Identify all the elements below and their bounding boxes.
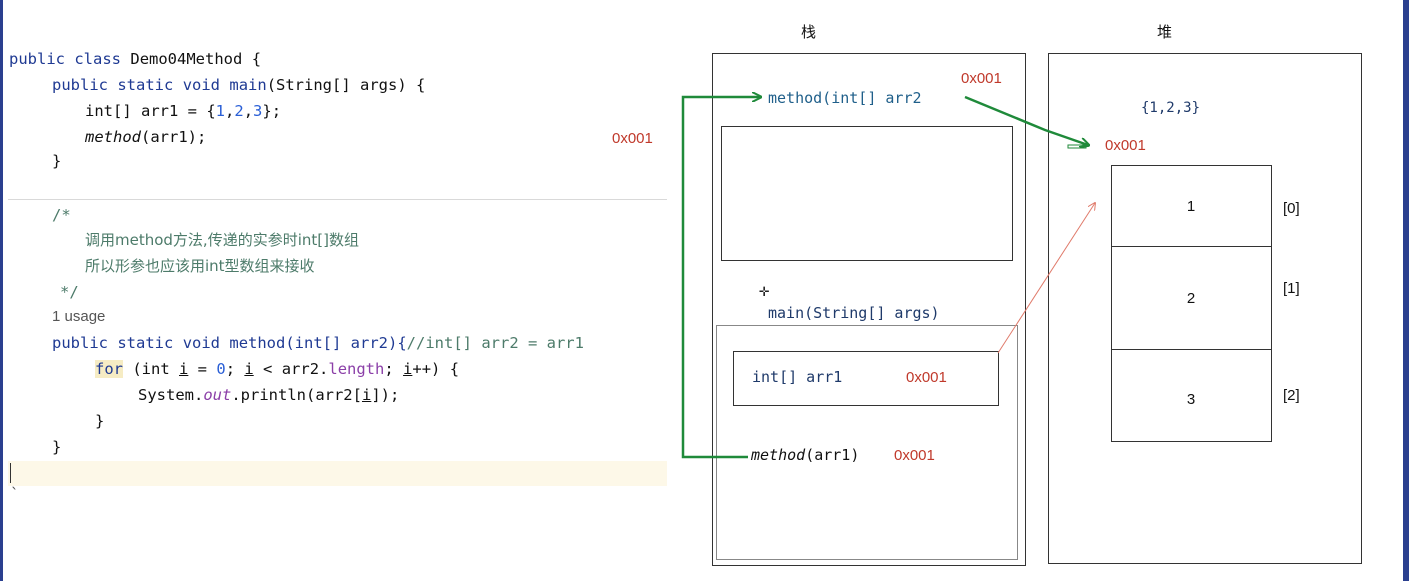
index-label-0: [0] [1283,200,1300,217]
main-frame-label: main(String[] args) [768,304,940,322]
stray-tick: ` [10,485,20,503]
left-edge-bar [0,0,3,581]
usage-hint[interactable]: 1 usage [52,308,106,325]
comment-line-2: 所以形参也应该用int型数组来接收 [85,257,315,275]
main-close-brace: } [52,152,62,170]
heap-cell-0: 1 [1186,197,1196,215]
comment-close: */ [60,283,79,301]
heap-region [1048,53,1362,564]
heap-anchor [1067,144,1087,149]
method-close-brace: } [52,438,62,456]
for-loop-line: for (int i = 0; i < arr2.length; i++) { [95,360,460,378]
heap-array [1111,165,1272,442]
main-frame-box [716,325,1018,560]
class-declaration: public class Demo04Method { [9,50,262,68]
method-frame-box [721,126,1013,261]
method-call-address: 0x001 [894,447,935,464]
stack-title: 栈 [801,23,817,41]
method-frame-label: method(int[] arr2 [768,89,922,107]
method-call-line: method(arr1); [85,128,207,146]
heap-cell-divider-1 [1111,246,1271,247]
array-declaration: int[] arr1 = {1,2,3}; [85,102,282,120]
right-edge-bar [1403,0,1409,581]
crosshair-cursor: ✛ [759,281,770,301]
index-label-2: [2] [1283,387,1300,404]
arr1-address: 0x001 [906,369,947,386]
text-caret [10,463,11,483]
for-close-brace: } [95,412,105,430]
current-line-highlight [8,461,667,486]
arr1-box [733,351,999,406]
arr1-to-heap-arrow [997,203,1095,354]
comment-line-1: 调用method方法,传递的实参时int[]数组 [85,231,359,249]
stack-region [712,53,1026,566]
heap-cell-2: 3 [1186,390,1196,408]
heap-address: 0x001 [1105,137,1146,154]
comment-open: /* [52,206,71,224]
method-declaration: public static void method(int[] arr2){//… [52,334,584,352]
param-to-heap-arrow [964,95,1088,145]
call-arrow [681,97,760,459]
main-declaration: public static void main(String[] args) { [52,76,426,94]
arr1-label: int[] arr1 [752,368,843,386]
heap-title: 堆 [1157,23,1173,41]
heap-cell-1: 2 [1186,289,1196,307]
println-line: System.out.println(arr2[i]); [138,386,400,404]
left-address: 0x001 [612,130,653,147]
heap-cell-divider-2 [1111,349,1271,350]
index-label-1: [1] [1283,280,1300,297]
heap-values: {1,2,3} [1141,100,1201,116]
method-separator [8,199,667,200]
method-call: method(arr1) [751,446,860,464]
method-frame-address: 0x001 [961,70,1002,87]
